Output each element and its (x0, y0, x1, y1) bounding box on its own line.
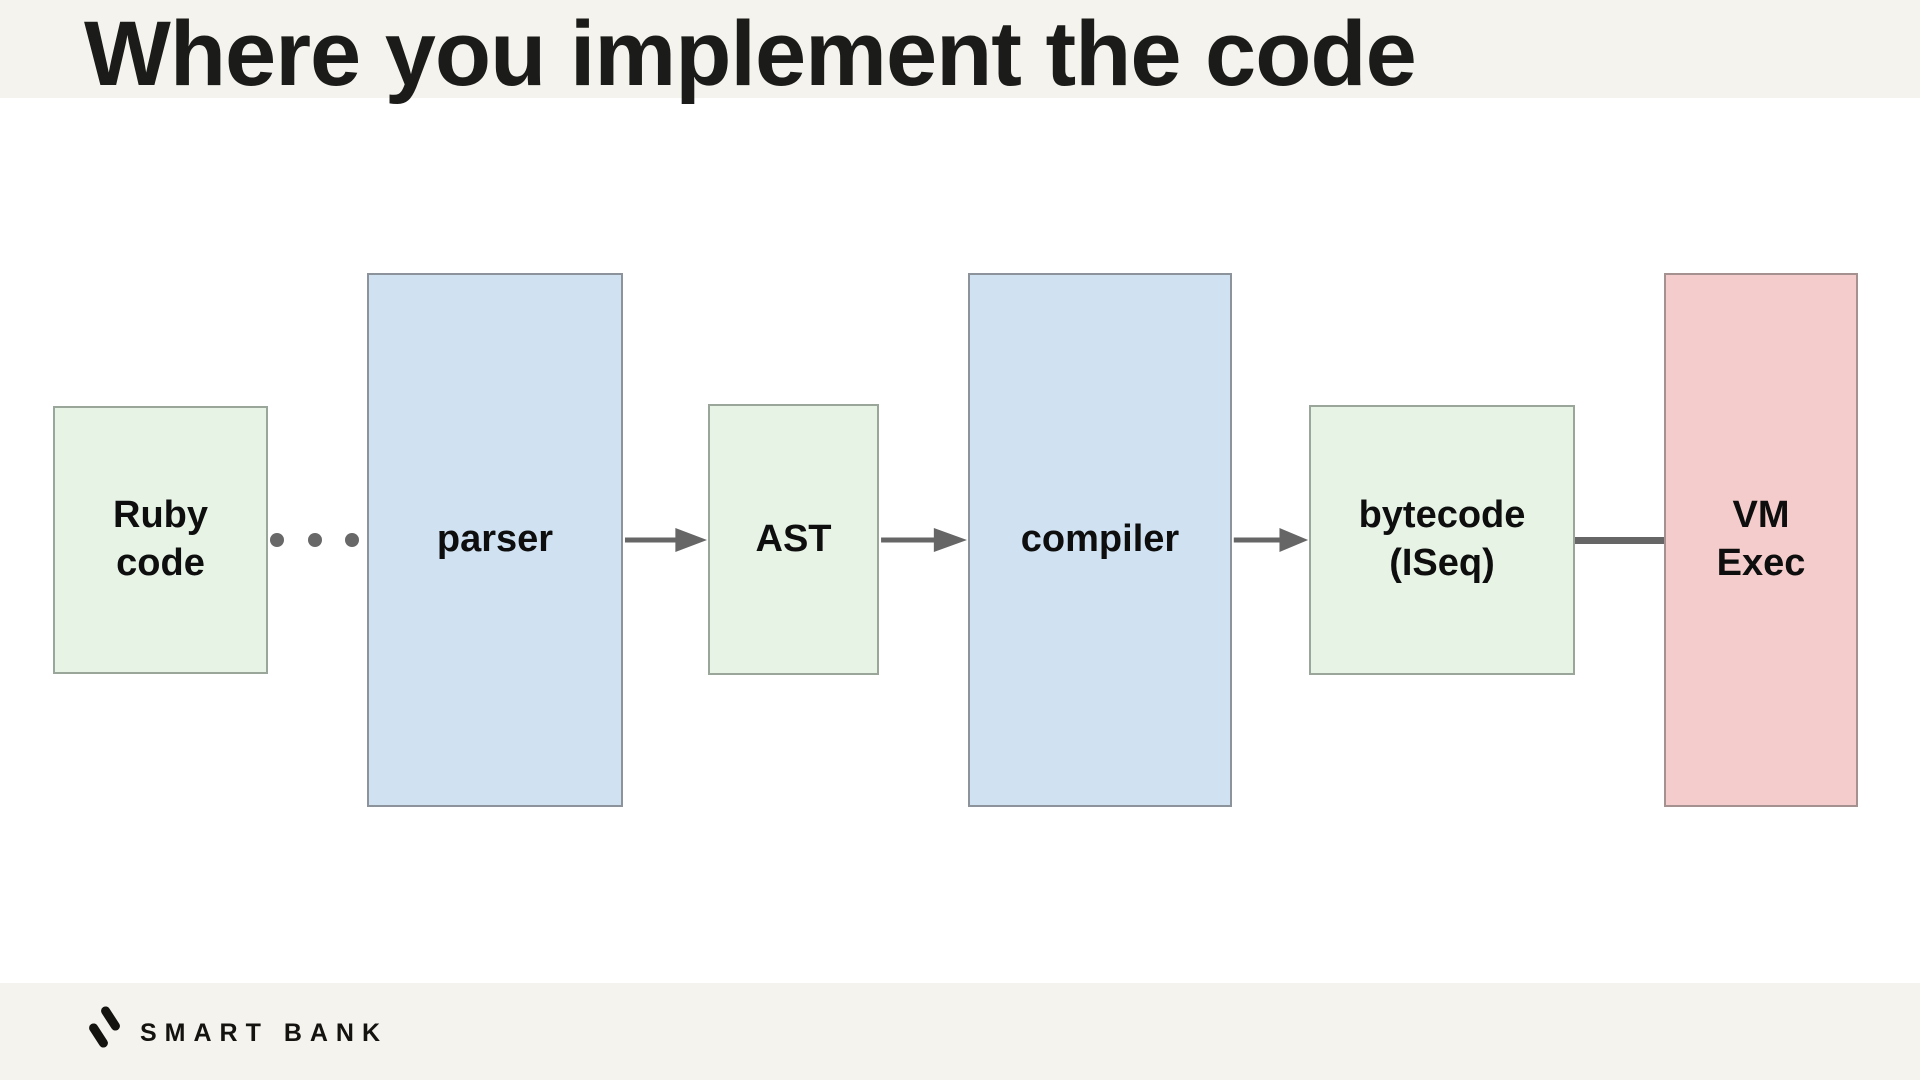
node-ruby-code: Ruby code (53, 406, 268, 674)
node-compiler: compiler (968, 273, 1232, 807)
arrow-ast-to-compiler-icon (881, 528, 967, 552)
title-band (0, 0, 1920, 98)
slide-title: Where you implement the code (84, 3, 1417, 105)
dotted-connector-dot (308, 533, 322, 547)
dotted-connector-dot (270, 533, 284, 547)
footer-band (0, 983, 1920, 1080)
node-vm-exec: VM Exec (1664, 273, 1858, 807)
node-label: parser (436, 518, 554, 561)
node-label: bytecode (ISeq) (1358, 494, 1526, 584)
node-ast: AST (708, 404, 879, 675)
arrow-parser-to-ast-icon (624, 528, 708, 552)
dotted-connector-dot (345, 533, 359, 547)
node-bytecode-iseq: bytecode (ISeq) (1309, 405, 1575, 675)
arrow-compiler-to-bytecode-icon (1233, 528, 1309, 552)
node-label: Ruby code (113, 494, 208, 584)
connector-bytecode-to-vm-exec (1575, 537, 1664, 544)
brand-name: SMART BANK (140, 1019, 389, 1047)
node-parser: parser (367, 273, 623, 807)
node-label: AST (755, 517, 832, 560)
node-label: VM Exec (1716, 494, 1806, 584)
node-label: compiler (1020, 518, 1180, 561)
